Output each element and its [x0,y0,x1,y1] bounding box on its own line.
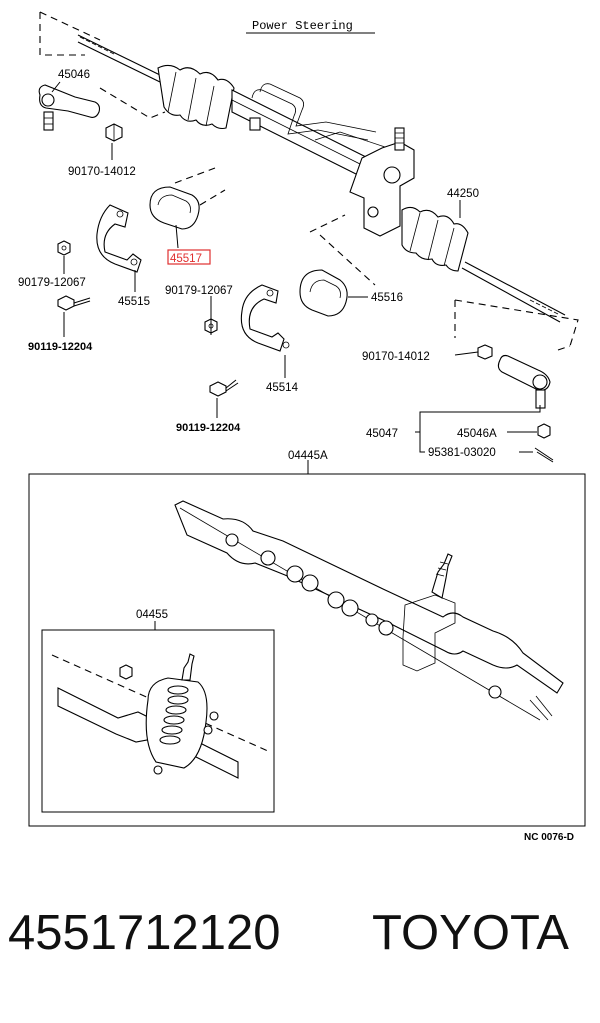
label-95381-03020: 95381-03020 [428,447,496,459]
kit-box-04455 [41,629,275,813]
nut-90179-left [57,240,71,256]
diagram-title: Power Steering [252,19,353,33]
label-90119-12204-mid: 90119-12204 [176,422,241,434]
label-45514: 45514 [266,382,299,394]
label-04455: 04455 [136,609,168,621]
label-45046A: 45046A [457,428,497,440]
footer: 4551712120 TOYOTA [0,905,600,985]
cotter-pin-95381 [534,447,554,463]
bolt-90119-left [57,295,91,311]
parts-diagram: Power Steering [18,11,586,843]
bushing-45517 [149,186,200,230]
diagram-code: NC 0076-D [524,832,574,843]
label-45515: 45515 [118,296,150,308]
label-45516: 45516 [371,292,403,304]
leader-lines [51,81,541,474]
bushing-45516 [299,269,348,317]
nut-90170-right [477,344,493,360]
assembly-dashed-outline [39,11,579,351]
bolt-90119-mid [209,379,239,397]
label-90170-14012-right: 90170-14012 [362,351,430,363]
label-90179-12067-mid: 90179-12067 [165,285,233,297]
label-45046: 45046 [58,69,90,81]
label-90179-12067-left: 90179-12067 [18,277,86,289]
bracket-45515 [96,204,142,273]
brand-name: TOYOTA [372,906,569,960]
label-90119-12204-left: 90119-12204 [28,341,93,353]
highlight-45517-box [167,249,211,265]
label-45047: 45047 [366,428,398,440]
nut-90170-left [105,123,123,142]
tie-rod-end-left [38,84,101,131]
gasket-kit-box-04445A [28,473,586,827]
label-90170-14012-left: 90170-14012 [68,166,136,178]
nut-45046A [537,423,551,439]
bracket-45514 [240,284,290,352]
label-04445A: 04445A [288,450,328,462]
part-number: 4551712120 [8,906,281,960]
rack-cutaway-illustration [174,500,564,721]
label-45517: 45517 [170,253,202,265]
tie-rod-end-right [497,354,551,409]
valve-cutaway-illustration [51,653,269,779]
steering-rack-assembly [77,34,566,323]
label-44250: 44250 [447,188,479,200]
